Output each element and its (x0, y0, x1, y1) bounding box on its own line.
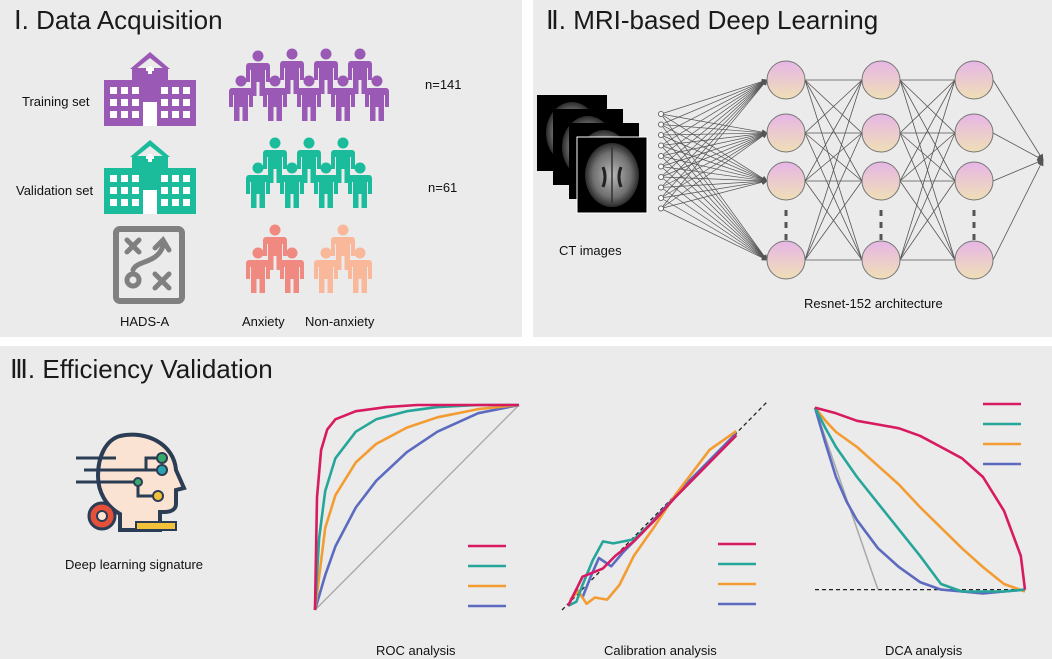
input-node (658, 111, 664, 117)
ellipsis-dot (879, 234, 883, 240)
network-node (861, 60, 901, 100)
person-icon (348, 247, 372, 293)
panel-2-title: Ⅱ. MRI-based Deep Learning (546, 5, 879, 35)
panel-1-title: Ⅰ. Data Acquisition (14, 5, 223, 35)
ellipsis-dot (972, 222, 976, 228)
network-node (861, 240, 901, 280)
input-node (658, 142, 664, 149)
input-node (658, 153, 664, 159)
ellipsis-dot (879, 210, 883, 216)
ellipsis-dot (879, 222, 883, 228)
hospital-icon-validation (104, 140, 196, 214)
hospital-icon-training (104, 52, 196, 126)
ellipsis-dot (784, 210, 788, 216)
person-icon (280, 247, 304, 293)
input-node (658, 184, 664, 191)
network-node (766, 161, 806, 201)
person-icon (297, 137, 321, 183)
network-node (954, 161, 994, 201)
ai-head-icon (76, 432, 187, 532)
input-node (658, 163, 664, 170)
person-icon (246, 247, 270, 293)
anxiety-label: Anxiety (242, 314, 285, 329)
person-icon (229, 75, 253, 121)
input-node (658, 121, 664, 128)
network-node (861, 113, 901, 153)
validation-count: n=61 (428, 180, 458, 195)
roc-title: ROC analysis (376, 643, 456, 658)
ellipsis-dot (784, 234, 788, 240)
people-groups (229, 48, 389, 293)
person-icon (280, 162, 304, 208)
ellipsis-dot (972, 210, 976, 216)
hads-a-icon (113, 226, 185, 304)
network-node (954, 113, 994, 153)
person-icon (280, 48, 304, 94)
network-node (861, 161, 901, 201)
panel-3-title: Ⅲ. Efficiency Validation (10, 354, 273, 384)
series-line-3 (313, 403, 520, 611)
person-icon (314, 48, 338, 94)
training-set-label: Training set (22, 94, 90, 109)
input-node (658, 195, 664, 201)
input-node (658, 132, 664, 138)
person-icon (314, 162, 338, 208)
person-icon (246, 50, 270, 96)
calibration-title: Calibration analysis (604, 643, 717, 658)
network-node (954, 240, 994, 280)
person-icon (314, 247, 338, 293)
series-line-1 (313, 403, 519, 611)
series-line-4 (813, 407, 1026, 595)
person-icon (263, 75, 287, 121)
training-count: n=141 (425, 77, 462, 92)
non-anxiety-label: Non-anxiety (305, 314, 375, 329)
ellipsis-dot (784, 222, 788, 228)
series-line-4 (313, 403, 520, 611)
series-line-1 (814, 406, 1027, 590)
dca-title: DCA analysis (885, 643, 963, 658)
person-icon (331, 137, 355, 183)
reference-line (314, 404, 520, 611)
series-line-1 (566, 434, 738, 607)
ct-images-label: CT images (559, 243, 622, 258)
person-icon (348, 48, 372, 94)
person-icon (331, 75, 355, 121)
person-icon (246, 162, 270, 208)
dca-chart (813, 402, 1027, 595)
roc-chart (313, 403, 520, 611)
person-icon (263, 137, 287, 183)
ct-image-stack (537, 95, 648, 214)
signature-label: Deep learning signature (65, 557, 204, 572)
ellipsis-dot (972, 234, 976, 240)
network-node (766, 60, 806, 100)
network-node (954, 60, 994, 100)
input-node (658, 174, 664, 180)
person-icon (297, 75, 321, 121)
input-node (658, 205, 664, 212)
validation-set-label: Validation set (16, 183, 94, 198)
series-line-3 (569, 430, 738, 606)
hads-a-label: HADS-A (120, 314, 170, 329)
series-line-2 (813, 407, 1026, 593)
network-node (766, 113, 806, 153)
series-line-3 (813, 406, 1026, 593)
neural-network (658, 60, 1044, 280)
person-icon (348, 162, 372, 208)
architecture-label: Resnet-152 architecture (804, 296, 943, 311)
person-icon (365, 75, 389, 121)
network-node (766, 240, 806, 280)
calibration-chart (561, 401, 768, 611)
